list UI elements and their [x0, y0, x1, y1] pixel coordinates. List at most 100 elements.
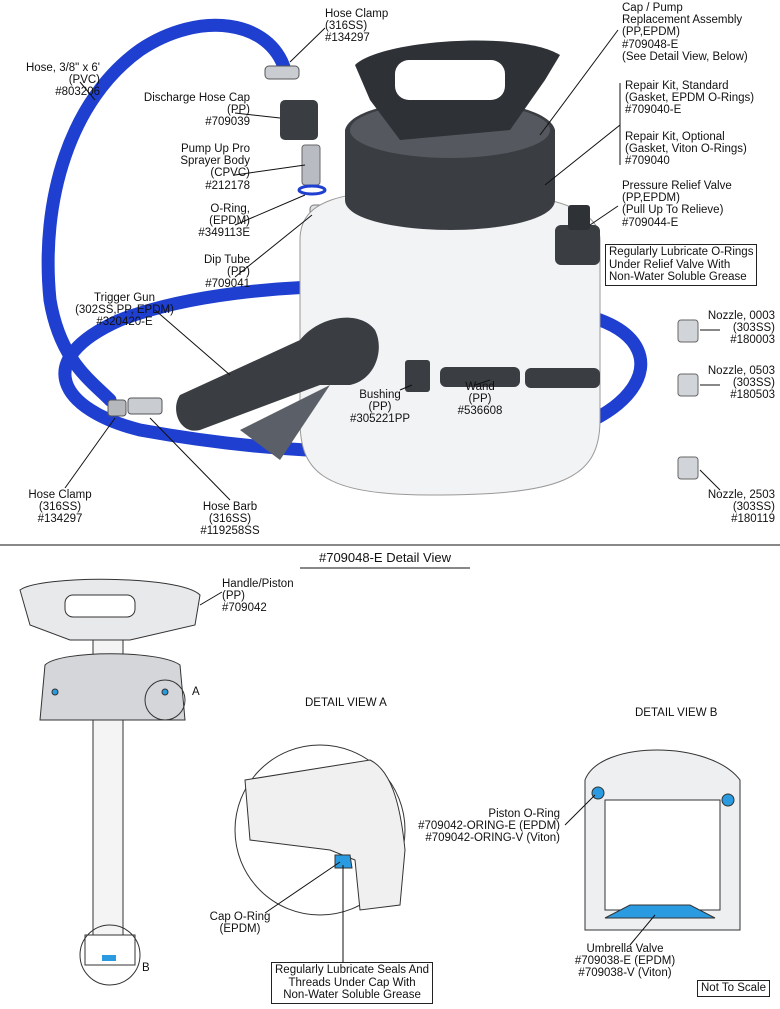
label-line: O-Ring, [210, 203, 250, 215]
bushing [405, 360, 430, 392]
label-o-ring: O-Ring,(EPDM)#349113E [198, 203, 250, 240]
label-line: (PP) [227, 266, 250, 279]
label-dip-tube: Dip Tube(PP)#709041 [204, 254, 250, 291]
label-line: #709042-ORING-V (Viton) [425, 832, 560, 845]
discharge-hose-cap [280, 100, 318, 140]
detail-view-a-label: DETAIL VIEW A [305, 697, 387, 709]
label-line: #212178 [205, 179, 250, 192]
label-line: Hose Clamp [28, 489, 92, 501]
label-line: Hose Clamp [325, 8, 389, 20]
label-line: Umbrella Valve [586, 943, 664, 955]
label-hose: Hose, 3/8" x 6'(PVC)#803206 [26, 62, 100, 99]
label-line: (303SS) [732, 377, 775, 390]
trigger-gun [176, 317, 379, 431]
detail-view-title: #709048-E Detail View [318, 550, 451, 565]
handle-piston-section [19, 578, 201, 986]
label-line: Repair Kit, Optional [625, 131, 725, 143]
note-line: Non-Water Soluble Grease [283, 989, 421, 1001]
detail-view-b-label: DETAIL VIEW B [635, 707, 718, 719]
label-line: #709039 [205, 116, 250, 129]
label-line: Pump Up Pro [180, 143, 250, 155]
label-line: #709040-E [625, 104, 682, 117]
label-nozzle-0003: Nozzle, 0003(303SS)#180003 [708, 310, 775, 347]
label-line: (PP) [368, 401, 392, 414]
label-line: #709042 [222, 602, 267, 615]
label-line: Handle/Piston [222, 578, 294, 590]
label-line: #709042-ORING-E (EPDM) [418, 820, 560, 833]
label-line: Nozzle, 2503 [707, 489, 775, 501]
label-line: (Gasket, EPDM O-Rings) [625, 92, 755, 105]
nozzle-0003 [677, 319, 699, 343]
label-line: #180503 [730, 389, 775, 402]
label-bushing: Bushing(PP)#305221PP [340, 389, 420, 426]
label-line: Trigger Gun [94, 292, 155, 304]
label-line: #709048-E [622, 38, 679, 51]
note-line: Regularly Lubricate Seals And [275, 964, 430, 976]
label-line: (316SS) [38, 501, 82, 514]
nozzle-0503 [677, 373, 699, 397]
label-line: #180003 [730, 334, 775, 347]
label-line: #709041 [205, 278, 250, 291]
label-line: Discharge Hose Cap [143, 92, 250, 104]
marker-a: A [192, 686, 200, 698]
label-line: Pressure Relief Valve [622, 180, 732, 192]
label-umbrella-valve: Umbrella Valve#709038-E (EPDM)#709038-V … [565, 943, 685, 980]
label-line: (PP) [222, 590, 245, 603]
label-discharge-cap: Discharge Hose Cap(PP)#709039 [144, 92, 250, 129]
label-hose-clamp-top: Hose Clamp(316SS)#134297 [325, 8, 388, 45]
hose-clamp-top [264, 65, 300, 80]
label-line: Replacement Assembly [622, 14, 743, 27]
label-line: (PP,EPDM) [622, 26, 680, 39]
detail-view-a [234, 744, 406, 916]
label-line: (PP,EPDM) [622, 192, 680, 205]
note-line: Regularly Lubricate O-Rings [609, 246, 754, 258]
label-line: (Gasket, Viton O-Rings) [625, 143, 747, 156]
label-piston-oring: Piston O-Ring#709042-ORING-E (EPDM)#7090… [418, 808, 560, 845]
label-line: #349113E [198, 227, 250, 240]
label-line: #536608 [457, 405, 503, 418]
label-line: (EPDM) [219, 923, 261, 936]
detail-view-b [584, 749, 741, 931]
hose-barb [127, 397, 163, 415]
label-line: (Pull Up To Relieve) [622, 204, 724, 217]
label-cap-oring: Cap O-Ring(EPDM) [200, 911, 280, 935]
label-line: (PP) [468, 393, 492, 406]
label-line: (316SS) [208, 513, 252, 526]
label-line: #803206 [55, 86, 100, 99]
label-line: #709038-V (Viton) [578, 967, 672, 980]
label-line: (302SS,PP, EPDM) [75, 304, 174, 317]
label-line: Cap / Pump [622, 2, 683, 14]
note-line: Under Relief Valve With [609, 258, 731, 271]
nozzle-2503 [677, 456, 699, 480]
label-line: (PP) [227, 104, 250, 117]
label-line: Hose Barb [202, 501, 258, 513]
label-line: #709044-E [622, 216, 679, 229]
label-line: (303SS) [732, 501, 775, 514]
wand [440, 367, 520, 387]
label-line: #134297 [37, 513, 83, 526]
label-line: #134297 [325, 32, 370, 45]
label-line: (EPDM) [209, 215, 250, 228]
label-handle-piston: Handle/Piston(PP)#709042 [222, 578, 294, 615]
label-line: (CPVC) [210, 167, 250, 180]
relief-valve [555, 225, 600, 265]
label-line: Nozzle, 0503 [707, 365, 775, 377]
label-repair-kit-optional: Repair Kit, Optional(Gasket, Viton O-Rin… [625, 131, 747, 168]
label-line: (316SS) [325, 20, 368, 33]
label-line: Bushing [359, 389, 401, 401]
o-ring-blue [297, 184, 327, 196]
label-line: #119258SS [200, 525, 260, 538]
label-line: Sprayer Body [180, 155, 250, 168]
label-hose-clamp-bottom: Hose Clamp(316SS)#134297 [20, 489, 100, 526]
label-line: #709038-E (EPDM) [574, 955, 676, 968]
label-line: #305221PP [349, 413, 411, 426]
label-line: #709040 [625, 155, 670, 168]
label-line: Hose, 3/8" x 6' [25, 62, 100, 74]
label-wand: Wand(PP)#536608 [440, 381, 520, 418]
label-line: Wand [465, 381, 495, 393]
